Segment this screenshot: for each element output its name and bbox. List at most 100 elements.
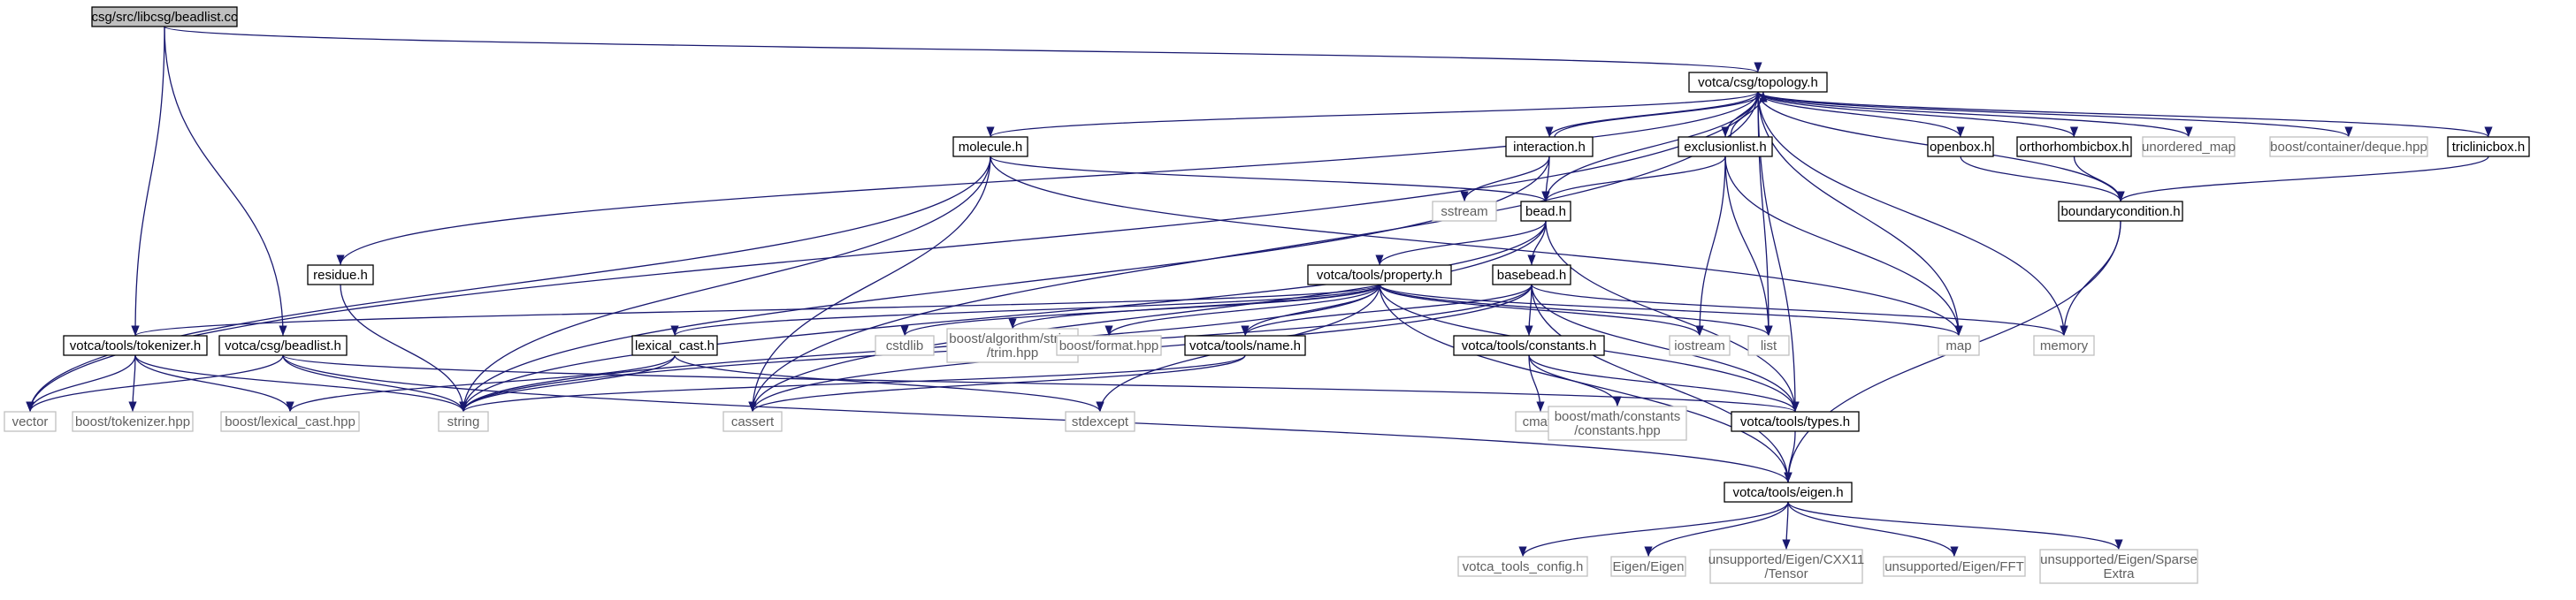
node-label-basebead-0: basebead.h [1497,268,1566,283]
edge-lexical_cast_h-to-lexical_cast_hpp [286,354,676,413]
node-constants[interactable]: votca/tools/constants.h [1453,335,1605,356]
node-label-sparse_extra-1: Extra [2103,566,2135,581]
edge-interaction-to-sstream [1460,156,1550,202]
node-label-residue-0: residue.h [313,268,368,283]
node-label-sstream-0: sstream [1441,204,1487,219]
node-map: map [1938,335,1980,356]
node-label-deque-0: boost/container/deque.hpp [2270,140,2427,155]
node-label-topology-0: votca/csg/topology.h [1698,75,1818,90]
node-box-fft [1883,556,2026,577]
edge-root-to-tokenizer [131,26,165,337]
node-triclinicbox[interactable]: triclinicbox.h [2447,136,2530,157]
edge-triclinicbox-to-boundarycondition [2116,156,2489,202]
node-stdexcept: stdexcept [1065,411,1135,432]
node-cxx11_tensor: unsupported/Eigen/CXX11/Tensor [1708,549,1864,584]
node-label-orthorhombicbox-0: orthorhombicbox.h [2019,140,2129,155]
node-box-cxx11_tensor [1709,549,1863,584]
edge-topology-to-cassert [748,91,1759,413]
node-deque: boost/container/deque.hpp [2269,136,2428,157]
edge-exclusionlist-to-topology [1730,91,1768,138]
node-label-openbox-0: openbox.h [1930,140,1991,155]
edge-basebead-to-constants [1525,284,1533,337]
edge-csgbeadlist-to-types [282,354,1800,413]
edge-property-to-tokenizer [131,284,1380,337]
node-label-vector-0: vector [12,414,49,429]
node-cstdlib: cstdlib [875,335,935,356]
node-label-string-0: string [447,414,480,429]
edge-tokenizer-to-lexical_cast_hpp [134,354,294,413]
edges [26,26,2493,558]
node-box-property [1307,264,1452,285]
node-box-math_constants [1548,406,1687,441]
node-box-deque [2269,136,2428,157]
node-box-tokenizer_hpp [72,411,194,432]
edge-molecule-to-cassert [748,156,991,413]
node-box-basebead [1492,264,1571,285]
edge-molecule-to-vector [26,156,991,413]
node-label-stdexcept-0: stdexcept [1072,414,1129,429]
node-exclusionlist[interactable]: exclusionlist.h [1678,136,1773,157]
node-iostream: iostream [1669,335,1731,356]
node-label-cassert-0: cassert [731,414,775,429]
node-eigen[interactable]: votca/tools/eigen.h [1724,482,1853,503]
node-box-csgbeadlist [218,335,348,356]
node-box-constants [1453,335,1605,356]
edge-topology-to-memory [1757,91,2068,337]
node-box-interaction [1505,136,1594,157]
node-label-map-0: map [1945,338,1971,353]
edge-exclusionlist-to-map [1724,156,1963,337]
node-label-memory-0: memory [2040,338,2089,353]
node-cassert: cassert [722,411,783,432]
node-orthorhombicbox[interactable]: orthorhombicbox.h [2016,136,2132,157]
node-property[interactable]: votca/tools/property.h [1307,264,1452,285]
node-tokenizer[interactable]: votca/tools/tokenizer.h [63,335,208,356]
node-label-csgbeadlist-0: votca/csg/beadlist.h [225,338,341,353]
edge-openbox-to-boundarycondition [1960,156,2125,202]
node-lexical_cast_h[interactable]: lexical_cast.h [631,335,718,356]
node-label-list-0: list [1761,338,1777,353]
edge-property-to-trim [1008,284,1380,330]
node-box-bead [1520,201,1571,222]
edge-orthorhombicbox-to-boundarycondition [2073,156,2125,202]
node-csgbeadlist[interactable]: votca/csg/beadlist.h [218,335,348,356]
node-box-root [91,6,238,27]
node-box-cstdlib [875,335,935,356]
node-root[interactable]: csg/src/libcsg/beadlist.cc [91,6,238,27]
node-label-exclusionlist-0: exclusionlist.h [1684,140,1766,155]
node-name[interactable]: votca/tools/name.h [1184,335,1306,356]
node-label-math_constants-0: boost/math/constants [1555,409,1681,424]
node-label-name-0: votca/tools/name.h [1189,338,1301,353]
node-label-format-0: boost/format.hpp [1059,338,1159,353]
node-list: list [1747,335,1790,356]
node-label-types-0: votca/tools/types.h [1740,414,1850,429]
node-residue[interactable]: residue.h [307,264,374,285]
node-box-iostream [1669,335,1731,356]
node-openbox[interactable]: openbox.h [1927,136,1994,157]
node-label-root-0: csg/src/libcsg/beadlist.cc [91,10,238,25]
node-types[interactable]: votca/tools/types.h [1731,411,1860,432]
node-box-trim [946,328,1079,363]
node-boundarycondition[interactable]: boundarycondition.h [2058,201,2183,222]
edge-eigen-to-eigen_eigen [1644,501,1789,558]
node-vector: vector [4,411,57,432]
edge-eigen-to-fft [1787,501,1959,558]
edge-basebead-to-name [1241,284,1533,337]
edge-constants-to-math_constants [1528,354,1622,407]
node-box-eigen_eigen [1610,556,1686,577]
node-fft: unsupported/Eigen/FFT [1883,556,2026,577]
node-topology[interactable]: votca/csg/topology.h [1688,72,1828,93]
node-label-molecule-0: molecule.h [959,140,1023,155]
node-interaction[interactable]: interaction.h [1505,136,1594,157]
node-basebead[interactable]: basebead.h [1492,264,1571,285]
node-bead[interactable]: bead.h [1520,201,1571,222]
node-format: boost/format.hpp [1056,335,1162,356]
edge-tokenizer-to-tokenizer_hpp [128,354,137,413]
edge-property-to-iostream [1379,284,1704,337]
node-label-eigen_eigen-0: Eigen/Eigen [1613,559,1685,574]
node-molecule[interactable]: molecule.h [952,136,1028,157]
edge-name-to-string [459,354,1246,413]
node-label-unordered_map-0: unordered_map [2142,140,2236,155]
edge-property-to-format [1105,284,1380,337]
node-label-bead-0: bead.h [1525,204,1566,219]
